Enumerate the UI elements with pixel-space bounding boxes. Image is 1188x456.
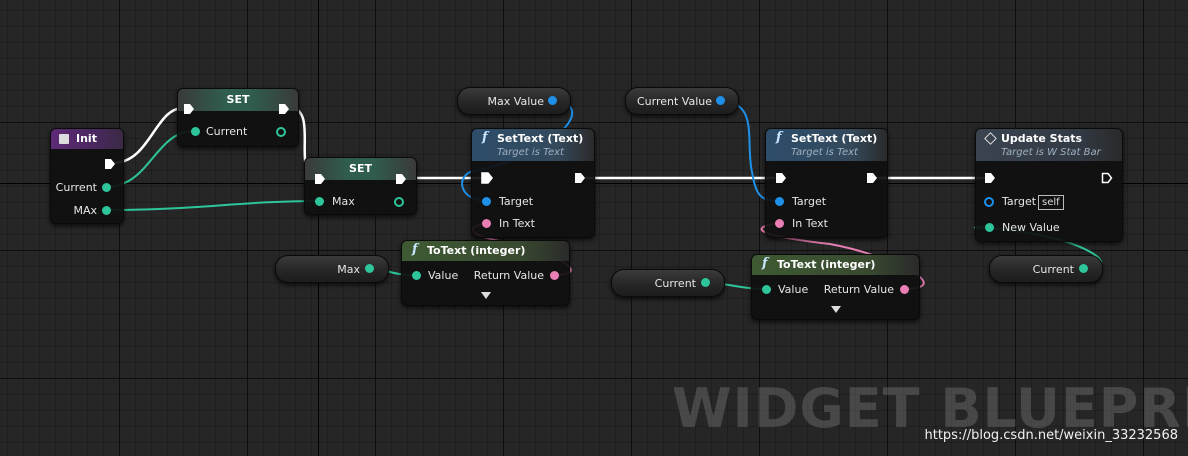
settext-1-target-label: Target bbox=[499, 195, 534, 208]
current-getter-b-label: Current bbox=[1032, 263, 1074, 276]
settext-2-exec-out-pin[interactable] bbox=[866, 172, 878, 184]
update-stats-target-pin[interactable] bbox=[984, 197, 994, 207]
function-icon: f bbox=[762, 256, 768, 271]
init-current-pin[interactable] bbox=[102, 183, 111, 192]
set-current-exec-out-pin[interactable] bbox=[278, 103, 290, 115]
settext-2-intext-label: In Text bbox=[792, 217, 828, 230]
settext-1-target-pin[interactable] bbox=[482, 197, 491, 206]
settext-2-title: SetText (Text) bbox=[791, 132, 878, 145]
settext-2-exec-in-pin[interactable] bbox=[775, 172, 787, 184]
update-stats-new-value-label: New Value bbox=[1002, 221, 1060, 234]
event-diamond-icon bbox=[984, 132, 997, 145]
function-entry-icon bbox=[59, 134, 69, 144]
update-stats-title: Update Stats bbox=[1001, 132, 1083, 145]
totext-2-title: ToText (integer) bbox=[777, 258, 876, 271]
totext-1-header: f ToText (integer) bbox=[402, 241, 569, 261]
settext-1-subtitle: Target is Text bbox=[497, 147, 564, 158]
max-value-getter-label: Max Value bbox=[487, 95, 544, 108]
widget-blueprint-watermark: WIDGET BLUEPRINT bbox=[672, 377, 1188, 440]
set-current-pin-label: Current bbox=[206, 125, 248, 138]
settext-2-target-label: Target bbox=[792, 195, 827, 208]
update-stats-header: Update Stats Target is W Stat Bar bbox=[976, 129, 1122, 161]
set-current-input-pin[interactable] bbox=[191, 127, 200, 136]
update-stats-subtitle: Target is W Stat Bar bbox=[1001, 147, 1101, 158]
set-current-title: SET bbox=[226, 93, 250, 106]
update-stats-new-value-pin[interactable] bbox=[985, 223, 994, 232]
int-wire-init-max-to-set-max bbox=[105, 200, 320, 211]
function-icon: f bbox=[776, 130, 782, 145]
set-max-exec-out-pin[interactable] bbox=[395, 173, 407, 185]
function-icon: f bbox=[482, 130, 488, 145]
text-wire-totext-2-to-in-text bbox=[760, 222, 925, 290]
update-stats-exec-out-pin[interactable] bbox=[1101, 172, 1113, 184]
expand-arrow-icon[interactable] bbox=[831, 306, 841, 313]
max-getter-node[interactable]: Max bbox=[275, 255, 389, 283]
graph-origin-axis-vertical bbox=[318, 0, 319, 456]
update-stats-target-label: Target bbox=[1002, 195, 1037, 208]
totext-node-1[interactable]: f ToText (integer) Value Return Value bbox=[401, 240, 570, 306]
settext-2-subtitle: Target is Text bbox=[791, 147, 858, 158]
object-wire-current-value-to-target bbox=[718, 100, 780, 202]
url-watermark: https://blog.csdn.net/weixin_33232568 bbox=[924, 428, 1178, 443]
set-current-header: SET bbox=[178, 89, 298, 111]
settext-2-target-pin[interactable] bbox=[775, 197, 784, 206]
function-icon: f bbox=[412, 242, 418, 257]
settext-2-header: f SetText (Text) Target is Text bbox=[766, 129, 887, 161]
set-max-node[interactable]: SET Max bbox=[304, 157, 417, 215]
init-current-pin-label: Current bbox=[55, 181, 97, 194]
settext-1-exec-in-pin[interactable] bbox=[481, 172, 493, 184]
expand-arrow-icon[interactable] bbox=[481, 292, 491, 299]
totext-1-value-label: Value bbox=[428, 269, 459, 282]
set-max-pin-label: Max bbox=[332, 195, 355, 208]
init-node-title: Init bbox=[76, 132, 97, 145]
max-getter-label: Max bbox=[337, 263, 360, 276]
current-getter-b-output-pin[interactable] bbox=[1079, 264, 1088, 273]
current-getter-a-output-pin[interactable] bbox=[701, 278, 710, 287]
totext-1-title: ToText (integer) bbox=[427, 244, 526, 257]
set-max-exec-in-pin[interactable] bbox=[314, 173, 326, 185]
update-stats-node[interactable]: Update Stats Target is W Stat Bar Target… bbox=[975, 128, 1123, 242]
totext-2-value-label: Value bbox=[778, 283, 809, 296]
settext-1-intext-pin[interactable] bbox=[482, 219, 491, 228]
settext-node-2[interactable]: f SetText (Text) Target is Text Target I… bbox=[765, 128, 888, 238]
set-max-header: SET bbox=[305, 158, 416, 180]
current-value-output-pin[interactable] bbox=[716, 96, 725, 105]
totext-node-2[interactable]: f ToText (integer) Value Return Value bbox=[751, 254, 920, 320]
max-value-getter-node[interactable]: Max Value bbox=[457, 87, 571, 115]
totext-2-return-pin[interactable] bbox=[900, 285, 909, 294]
totext-1-return-pin[interactable] bbox=[550, 271, 559, 280]
update-stats-exec-in-pin[interactable] bbox=[984, 172, 996, 184]
current-value-getter-node[interactable]: Current Value bbox=[625, 87, 739, 115]
init-exec-out-pin[interactable] bbox=[104, 158, 116, 170]
settext-1-exec-out-pin[interactable] bbox=[574, 172, 586, 184]
set-current-output-pin[interactable] bbox=[276, 127, 286, 137]
set-current-node[interactable]: SET Current bbox=[177, 88, 299, 147]
max-getter-output-pin[interactable] bbox=[365, 264, 374, 273]
settext-1-header: f SetText (Text) Target is Text bbox=[472, 129, 594, 161]
totext-1-return-label: Return Value bbox=[473, 269, 544, 282]
update-stats-self-field[interactable]: self bbox=[1038, 195, 1064, 210]
set-max-title: SET bbox=[349, 162, 372, 175]
settext-1-intext-label: In Text bbox=[499, 217, 535, 230]
settext-1-title: SetText (Text) bbox=[497, 132, 584, 145]
set-current-exec-in-pin[interactable] bbox=[183, 103, 195, 115]
settext-node-1[interactable]: f SetText (Text) Target is Text Target I… bbox=[471, 128, 595, 238]
max-value-output-pin[interactable] bbox=[548, 96, 557, 105]
init-event-node[interactable]: Init Current MAx bbox=[50, 128, 124, 224]
init-node-header: Init bbox=[51, 129, 123, 149]
current-getter-node-a[interactable]: Current bbox=[611, 269, 725, 297]
set-max-input-pin[interactable] bbox=[315, 197, 324, 206]
totext-1-value-pin[interactable] bbox=[412, 271, 421, 280]
totext-2-value-pin[interactable] bbox=[762, 285, 771, 294]
init-max-pin[interactable] bbox=[102, 206, 111, 215]
totext-2-return-label: Return Value bbox=[823, 283, 894, 296]
current-getter-a-label: Current bbox=[654, 277, 696, 290]
init-max-pin-label: MAx bbox=[73, 204, 97, 217]
totext-2-header: f ToText (integer) bbox=[752, 255, 919, 275]
current-value-getter-label: Current Value bbox=[636, 95, 712, 108]
current-getter-node-b[interactable]: Current bbox=[989, 255, 1103, 283]
set-max-output-pin[interactable] bbox=[394, 197, 404, 207]
settext-2-intext-pin[interactable] bbox=[775, 219, 784, 228]
